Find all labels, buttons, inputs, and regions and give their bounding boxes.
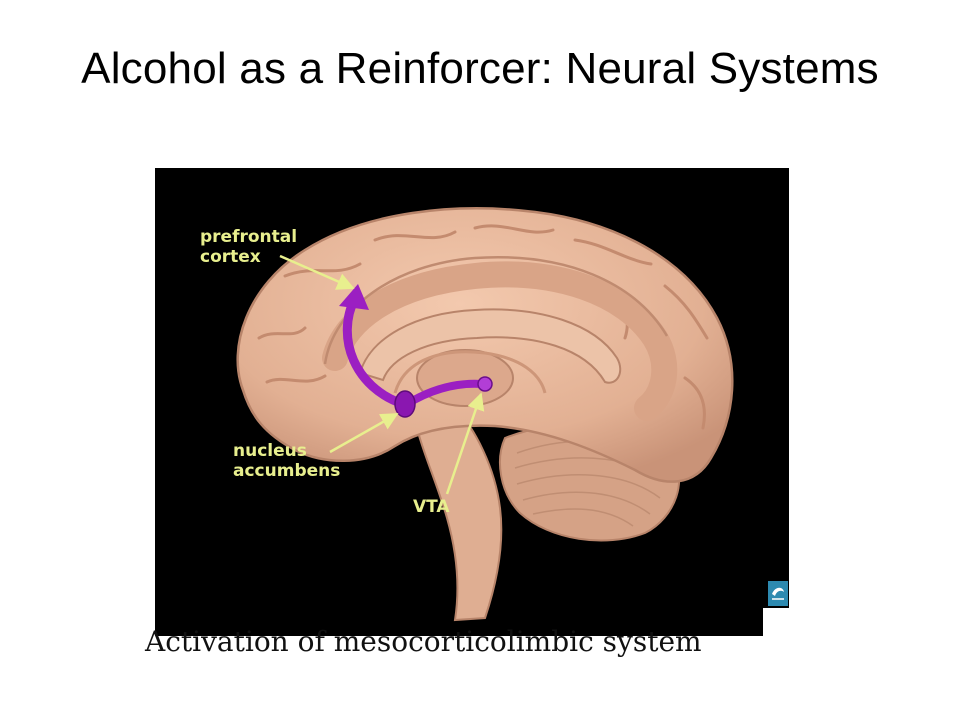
label-prefrontal-line2: cortex [200,247,261,267]
fornix [393,350,547,394]
mesocortical-pathway [342,293,408,409]
nucleus-accumbens-marker [394,390,416,418]
vta-marker [477,376,493,392]
arrow-vta [445,392,485,495]
figure-caption: Activation of mesocorticolimbic system [145,625,702,658]
brain-diagram: prefrontal cortex nucleus accumbens VTA [155,168,789,636]
label-nucleus-line2: accumbens [233,461,340,481]
label-prefrontal-line1: prefrontal [200,227,297,247]
label-nucleus-line1: nucleus [233,441,307,461]
brainstem [415,406,503,622]
arrow-prefrontal [279,254,355,290]
mesocortical-arrowhead [339,284,369,310]
arrow-nucleus [329,412,399,454]
brain-diagram-svg: prefrontal cortex nucleus accumbens VTA [155,168,789,636]
cingulate-gyrus [322,261,678,421]
slide-title: Alcohol as a Reinforcer: Neural Systems [81,44,879,93]
corpus-callosum [358,308,622,384]
figure-corner-cut [763,608,789,636]
publisher-logo-icon [768,581,788,606]
cerebrum [236,207,734,483]
label-vta: VTA [413,497,450,517]
